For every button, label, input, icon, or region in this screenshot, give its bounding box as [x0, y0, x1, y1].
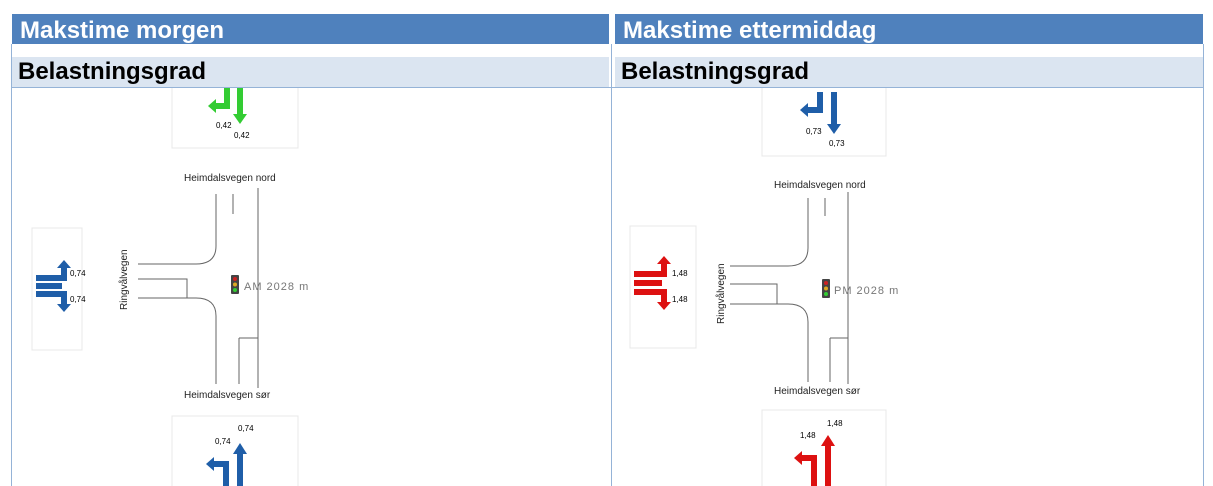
- traffic-signal-icon: [231, 275, 239, 294]
- west-value-bottom: 0,74: [70, 295, 86, 304]
- signal-label: PM 2028 m: [834, 285, 899, 297]
- west-right-turn-head: [657, 302, 671, 310]
- west-right-turn-head: [57, 304, 71, 312]
- west-road-label: Ringvålvegen: [118, 249, 130, 310]
- south-value-left: 1,48: [800, 431, 816, 440]
- table-border-middle: [611, 44, 612, 486]
- south-left-turn-head: [794, 451, 802, 465]
- north-value-right: 0,42: [234, 131, 250, 140]
- west-value-top: 1,48: [672, 269, 688, 278]
- table-border-left: [11, 44, 12, 486]
- north-straight-head: [827, 124, 841, 134]
- south-arrows: [794, 435, 835, 486]
- north-turning-box: [761, 88, 887, 157]
- north-straight-head: [233, 114, 247, 124]
- south-road-label: Heimdalsvegen sør: [184, 390, 271, 401]
- west-right-turn-arrow: [634, 289, 667, 304]
- north-road-label: Heimdalsvegen nord: [774, 180, 866, 191]
- north-value-right: 0,73: [829, 139, 845, 148]
- north-turning-box: [171, 88, 299, 149]
- south-left-turn-arrow: [800, 455, 817, 486]
- intersection-diagram-afternoon: 0,73 0,73 Heimdalsvegen nord Ringvålvege…: [612, 88, 1203, 486]
- subheader-afternoon: Belastningsgrad: [615, 57, 1203, 87]
- west-left-turn-head: [57, 260, 71, 268]
- north-left-turn-head: [800, 103, 808, 117]
- south-value-top: 0,74: [238, 424, 254, 433]
- north-road-label: Heimdalsvegen nord: [184, 173, 276, 184]
- column-header-morning: Makstime morgen: [12, 14, 609, 44]
- west-road-label: Ringvålvegen: [715, 263, 727, 324]
- south-straight-head: [821, 435, 835, 446]
- traffic-signal-icon: [822, 279, 830, 298]
- south-left-turn-arrow: [212, 461, 229, 486]
- signal-label: AM 2028 m: [244, 281, 309, 293]
- south-turning-box: [761, 409, 887, 486]
- south-straight-head: [233, 443, 247, 454]
- table-border-right: [1203, 44, 1204, 486]
- intersection-outline: [138, 188, 259, 388]
- north-left-turn-head: [208, 99, 216, 113]
- west-left-turn-arrow: [634, 262, 667, 277]
- south-arrows: [206, 443, 247, 486]
- west-right-turn-arrow: [36, 291, 67, 306]
- west-left-turn-arrow: [36, 266, 67, 281]
- north-left-turn-arrow: [214, 88, 230, 109]
- subheader-morning: Belastningsgrad: [12, 57, 609, 87]
- intersection-diagram-morning: 0,42 0,42 Heimdalsvegen nord Ringvålvege…: [12, 88, 611, 486]
- north-arrows: [208, 88, 247, 124]
- west-value-bottom: 1,48: [672, 295, 688, 304]
- south-value-top: 1,48: [827, 419, 843, 428]
- north-value-left: 0,73: [806, 127, 822, 136]
- west-arrows: [36, 260, 71, 312]
- south-left-turn-head: [206, 457, 214, 471]
- column-header-afternoon: Makstime ettermiddag: [615, 14, 1203, 44]
- north-left-turn-arrow: [806, 92, 823, 113]
- west-turning-box: [629, 225, 697, 349]
- intersection-outline: [730, 192, 849, 384]
- north-value-left: 0,42: [216, 121, 232, 130]
- table-border-header: [11, 87, 1204, 88]
- west-left-turn-head: [657, 256, 671, 264]
- south-value-left: 0,74: [215, 437, 231, 446]
- south-road-label: Heimdalsvegen sør: [774, 386, 861, 397]
- north-arrows: [800, 92, 841, 134]
- west-arrows: [634, 256, 671, 310]
- west-value-top: 0,74: [70, 269, 86, 278]
